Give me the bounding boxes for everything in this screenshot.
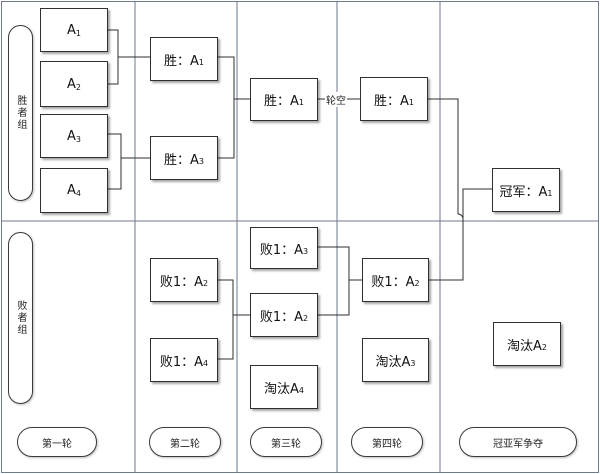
connector-r3-losers <box>318 246 350 316</box>
losers-group-text: 败者组 <box>15 300 26 336</box>
connector-r4-lose-to-final <box>429 219 464 281</box>
result-label: 淘汰A <box>375 354 411 370</box>
connector-final-join <box>462 188 492 219</box>
round-label: 第四轮 <box>351 427 423 457</box>
round-label: 第二轮 <box>149 427 221 457</box>
winners-group-label: 胜者组 <box>8 25 33 201</box>
losers-group-label: 败者组 <box>8 232 33 404</box>
result-subscript: 2 <box>303 313 309 323</box>
bye-label: 轮空 <box>325 92 347 107</box>
team-subscript: 1 <box>75 28 81 38</box>
result-subscript: 4 <box>203 358 209 368</box>
result-subscript: 1 <box>408 97 414 107</box>
result-label: 败1：A <box>159 354 204 370</box>
team-subscript: 2 <box>75 82 81 92</box>
result-label: 胜：A <box>164 53 199 69</box>
result-subscript: 3 <box>410 358 416 368</box>
result-label: 败1：A <box>159 274 204 290</box>
result-subscript: 3 <box>303 246 309 256</box>
result-subscript: 2 <box>414 278 420 288</box>
result-subscript: 2 <box>541 342 547 352</box>
result-label: 淘汰A <box>507 338 542 354</box>
result-subscript: 3 <box>198 156 204 166</box>
connector-a3-a4 <box>108 133 122 190</box>
team-label: A <box>67 183 76 198</box>
round-label-text: 第二轮 <box>170 438 200 450</box>
connector-a1-a2 <box>108 29 119 85</box>
result-label: 胜：A <box>164 152 199 168</box>
result-label: 胜：A <box>374 93 409 109</box>
connector-r2-losers <box>218 279 234 360</box>
result-label: 胜：A <box>264 94 299 109</box>
round-label: 第三轮 <box>250 427 322 457</box>
round-label: 第一轮 <box>17 427 97 457</box>
result-label: 冠军：A <box>499 184 548 200</box>
team-label: A <box>67 76 76 92</box>
winners-group-text: 胜者组 <box>15 95 26 131</box>
round-label-text: 冠亚军争夺 <box>493 438 543 450</box>
round-label-text: 第三轮 <box>271 438 301 450</box>
result-subscript: 1 <box>298 98 304 107</box>
result-subscript: 2 <box>203 278 209 288</box>
result-subscript: 1 <box>547 188 553 198</box>
result-subscript: 1 <box>198 57 204 67</box>
result-label: 败1：A <box>259 309 304 325</box>
team-subscript: 4 <box>75 189 81 198</box>
connector-r2-winners <box>218 56 235 159</box>
result-label: 淘汰A <box>264 381 299 397</box>
team-subscript: 3 <box>75 134 81 144</box>
team-label: A <box>67 128 76 144</box>
round-label-text: 第一轮 <box>42 438 72 450</box>
round-label: 冠亚军争夺 <box>459 427 577 457</box>
connector-r4-win-to-final <box>428 98 464 229</box>
team-label: A <box>67 22 76 38</box>
round-label-text: 第四轮 <box>372 438 402 450</box>
result-subscript: 4 <box>298 385 304 395</box>
result-label: 败1：A <box>371 274 415 290</box>
result-label: 败1：A <box>259 242 304 258</box>
